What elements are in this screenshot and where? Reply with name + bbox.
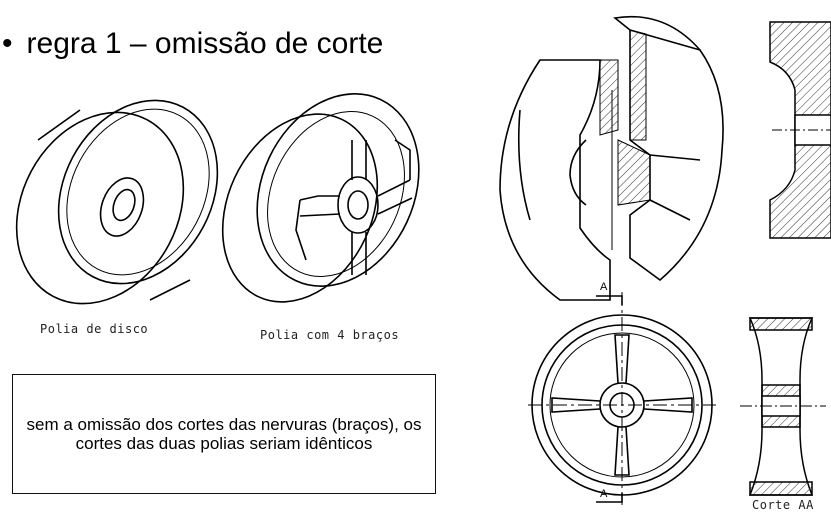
heading-text: regra 1 – omissão de corte <box>26 27 384 60</box>
note-text: sem a omissão dos cortes das nervuras (b… <box>26 415 422 453</box>
caption-section-view: Corte AA <box>752 498 814 512</box>
slide-heading: • regra 1 – omissão de corte <box>2 26 383 62</box>
exploded-pulley-drawing <box>499 15 724 301</box>
corte-aa-drawing <box>740 317 826 496</box>
caption-disc-pulley: Polia de disco <box>40 322 149 336</box>
exploded-hatch <box>599 29 651 206</box>
section-mark-top: A <box>600 281 608 293</box>
front-view-drawing <box>528 292 716 505</box>
note-box: sem a omissão dos cortes das nervuras (b… <box>12 374 436 494</box>
disc-pulley-drawing <box>15 99 219 305</box>
caption-arm-pulley: Polia com 4 braços <box>260 328 400 342</box>
section-view-top <box>769 21 831 239</box>
bullet-symbol: • <box>2 27 13 60</box>
section-mark-bottom: A <box>600 488 608 500</box>
arm-pulley-drawing <box>221 93 420 303</box>
